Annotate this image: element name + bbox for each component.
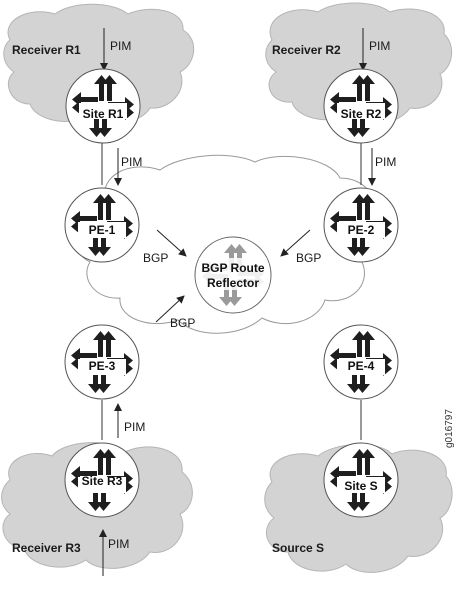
router-site-r3: Site R3 [64,442,140,518]
router-label-site-r1: Site R1 [83,107,124,121]
router-label-pe4: PE-4 [348,359,375,373]
router-pe2: PE-2 [323,187,399,263]
bgp-arrow-pe3-to-rr [155,295,185,323]
pim-label-receiver-r3: PIM [108,537,129,551]
pim-label-site-r3-pe3: PIM [124,420,145,434]
bgp-label-pe2: BGP [296,251,321,265]
receiver-r1-label: Receiver R1 [12,43,81,57]
figure-id: g016797 [444,409,455,448]
bgp-arrow-pe2-to-rr [280,229,311,257]
router-label-site-r3: Site R3 [82,474,123,488]
router-pe1: PE-1 [64,187,140,263]
pim-label-site-r2-pe2: PIM [375,155,396,169]
rr-label-line1: BGP Route [201,261,264,275]
router-label-site-r2: Site R2 [341,107,382,121]
router-label-site-s: Site S [344,479,377,493]
pim-label-receiver-r2: PIM [369,39,390,53]
router-site-s: Site S [323,442,399,518]
router-label-pe2: PE-2 [348,223,375,237]
receiver-r1-cloud [3,3,194,124]
router-label-pe3: PE-3 [89,359,116,373]
bgp-label-pe3: BGP [170,316,195,330]
router-pe4: PE-4 [323,324,399,400]
router-label-pe1: PE-1 [89,223,116,237]
pim-label-site-r1-pe1: PIM [121,155,142,169]
receiver-r2-label: Receiver R2 [272,43,341,57]
bgp-label-pe1: BGP [143,251,168,265]
bgp-arrow-pe1-to-rr [156,229,187,257]
receiver-r3-label: Receiver R3 [12,541,81,555]
rr-label-line2: Reflector [207,276,259,290]
source-s-label: Source S [272,541,324,555]
pim-label-receiver-r1: PIM [110,39,131,53]
router-site-r1: Site R1 [65,68,141,144]
receiver-r2-cloud [265,2,453,124]
router-pe3: PE-3 [64,324,140,400]
router-site-r2: Site R2 [323,68,399,144]
